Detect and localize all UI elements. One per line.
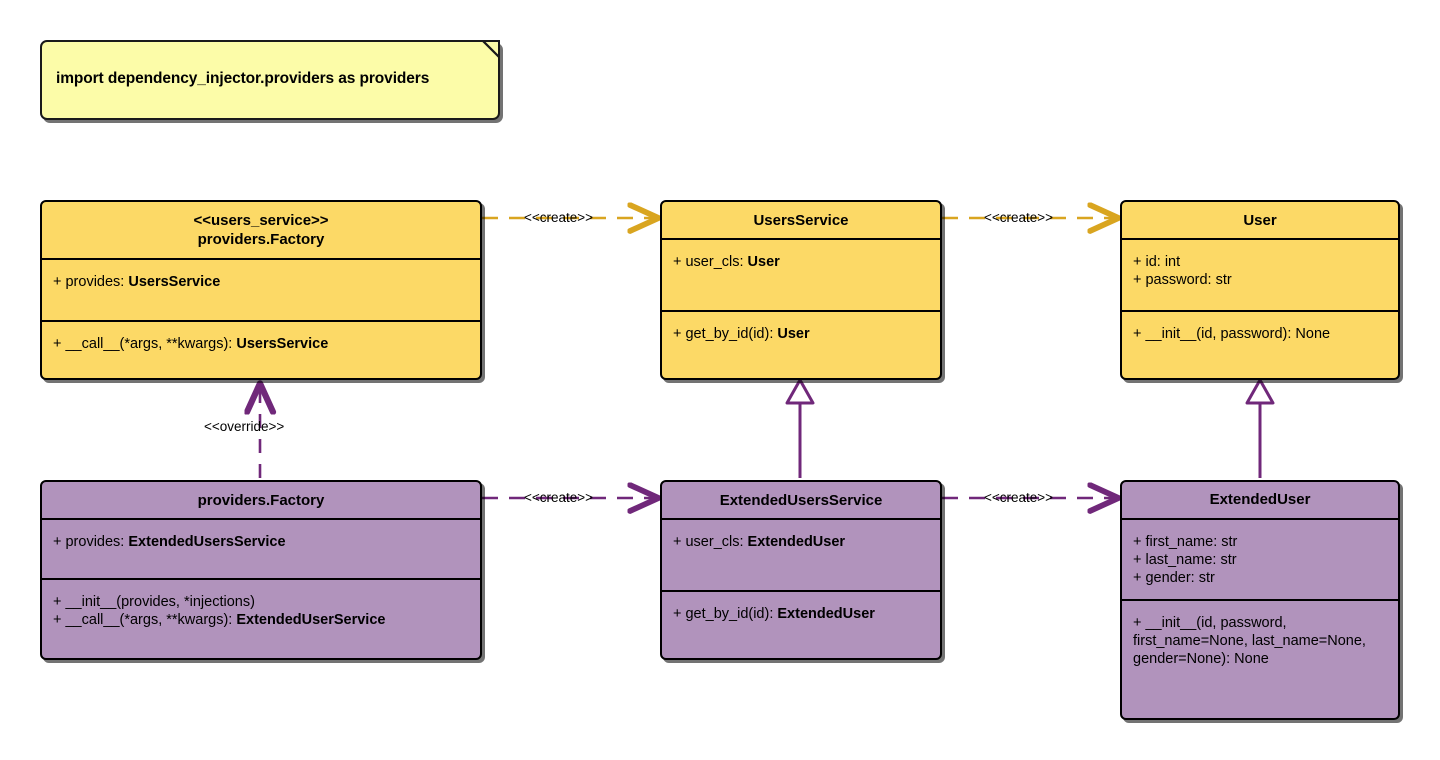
class-attributes-extended-factory: + provides: ExtendedUsersService [42,520,480,578]
class-box-extended-user[interactable]: ExtendedUser + first_name: str + last_na… [1120,480,1400,720]
edge-generalization-user [1245,378,1275,478]
class-box-user[interactable]: User + id: int + password: str + __init_… [1120,200,1400,380]
class-name: ExtendedUser [1209,491,1311,509]
operation-row: + __init__(id, password): None [1133,325,1387,343]
operation-text: + __init__(id, password, first_name=None… [1133,615,1366,668]
class-header-users-service: UsersService [662,202,940,240]
attribute-row: + provides: ExtendedUsersService [53,533,469,551]
class-header-extended-user: ExtendedUser [1122,482,1398,520]
attribute-row: + first_name: str [1133,533,1387,551]
operation-row: + get_by_id(id): User [673,325,929,343]
class-name: ExtendedUsersService [719,491,883,509]
attribute-row: + last_name: str [1133,551,1387,569]
class-attributes-users-service-factory: + provides: UsersService [42,260,480,320]
attribute-row: + provides: UsersService [53,273,469,291]
operation-text: + get_by_id(id): [673,606,778,622]
class-operations-extended-factory: + __init__(provides, *injections) + __ca… [42,578,480,658]
attribute-text: + last_name: str [1133,551,1237,568]
edge-label-create-bottom-right: <<create>> [984,490,1054,505]
class-operations-extended-users-service: + get_by_id(id): ExtendedUser [662,590,940,658]
class-attributes-extended-users-service: + user_cls: ExtendedUser [662,520,940,590]
class-operations-users-service-factory: + __call__(*args, **kwargs): UsersServic… [42,320,480,378]
operation-text: + __call__(*args, **kwargs): [53,612,237,628]
class-attributes-extended-user: + first_name: str + last_name: str + gen… [1122,520,1398,599]
attribute-text: + provides: [53,274,129,290]
class-box-users-service-factory[interactable]: <<users_service>> providers.Factory + pr… [40,200,482,380]
class-operations-users-service: + get_by_id(id): User [662,310,940,378]
operation-text: + get_by_id(id): [673,326,778,342]
edge-label-create-bottom-left: <<create>> [524,490,594,505]
attribute-text: + id: int [1133,254,1181,270]
attribute-text: + first_name: str [1133,533,1238,550]
edge-label-create-top-right: <<create>> [984,210,1054,225]
operation-type: UsersService [236,336,329,352]
class-box-extended-factory[interactable]: providers.Factory + provides: ExtendedUs… [40,480,482,660]
attribute-type: ExtendedUsersService [128,534,286,550]
class-attributes-users-service: + user_cls: User [662,240,940,310]
class-box-users-service[interactable]: UsersService + user_cls: User + get_by_i… [660,200,942,380]
attribute-row: + gender: str [1133,569,1387,587]
class-name: providers.Factory [197,231,325,248]
edge-label-create-top-left: <<create>> [524,210,594,225]
operation-row: + __init__(provides, *injections) [53,593,469,611]
operation-text: + __init__(id, password): None [1133,326,1331,342]
class-name: User [1243,211,1277,229]
attribute-row: + id: int [1133,253,1387,271]
attribute-text: + provides: [53,534,129,550]
attribute-type: UsersService [128,274,221,290]
note-import: import dependency_injector.providers as … [40,40,500,120]
attribute-text: + gender: str [1133,569,1215,586]
class-stereotype: <<users_service>> [193,212,329,229]
operation-text: + __init__(provides, *injections) [53,594,255,610]
operation-row: + __init__(id, password, first_name=None… [1133,614,1387,668]
note-text: import dependency_injector.providers as … [56,70,430,87]
operation-type: ExtendedUser [777,606,875,622]
class-operations-user: + __init__(id, password): None [1122,310,1398,378]
class-name: UsersService [753,211,849,229]
operation-type: User [777,326,810,342]
attribute-text: + user_cls: [673,534,748,550]
operation-text: + __call__(*args, **kwargs): [53,336,237,352]
class-attributes-user: + id: int + password: str [1122,240,1398,310]
operation-row: + __call__(*args, **kwargs): UsersServic… [53,335,469,353]
attribute-type: User [747,254,780,270]
class-header-user: User [1122,202,1398,240]
class-header-extended-factory: providers.Factory [42,482,480,520]
attribute-text: + password: str [1133,272,1232,288]
class-name: providers.Factory [197,491,325,509]
edge-label-override: <<override>> [204,419,285,434]
attribute-type: ExtendedUser [747,534,846,550]
edge-generalization-service [785,378,815,478]
class-operations-extended-user: + __init__(id, password, first_name=None… [1122,599,1398,718]
class-header-extended-users-service: ExtendedUsersService [662,482,940,520]
operation-row: + __call__(*args, **kwargs): ExtendedUse… [53,611,469,629]
operation-type: ExtendedUserService [236,612,386,628]
class-header-users-service-factory: <<users_service>> providers.Factory [42,202,480,260]
attribute-text: + user_cls: [673,254,748,270]
operation-row: + get_by_id(id): ExtendedUser [673,605,929,623]
attribute-row: + user_cls: ExtendedUser [673,533,929,551]
note-fold-corner-icon [482,40,500,58]
attribute-row: + user_cls: User [673,253,929,271]
attribute-row: + password: str [1133,271,1387,289]
class-box-extended-users-service[interactable]: ExtendedUsersService + user_cls: Extende… [660,480,942,660]
